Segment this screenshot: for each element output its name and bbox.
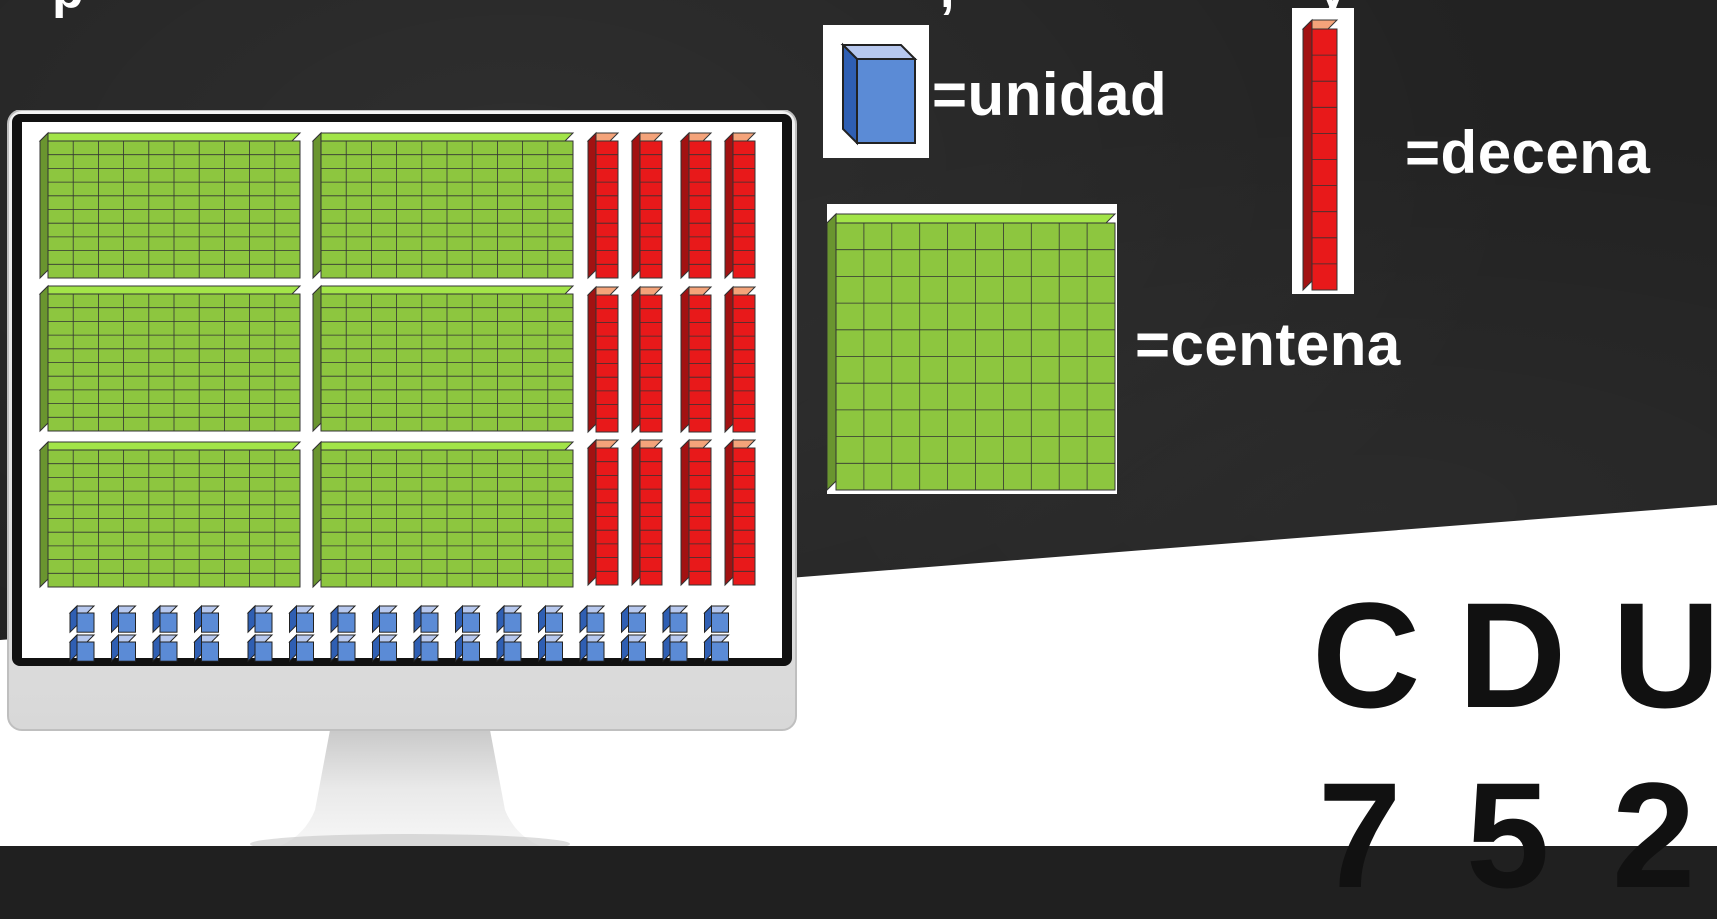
header-tens: D xyxy=(1458,571,1567,739)
screen-hundred-flat xyxy=(38,284,302,433)
screen-unit-cube xyxy=(454,604,481,634)
screen-ten-rod xyxy=(630,131,664,280)
screen-unit-cube xyxy=(454,633,481,663)
header-units: U xyxy=(1612,571,1717,739)
screen-unit-cube xyxy=(537,633,564,663)
screen-unit-cube xyxy=(495,604,523,634)
screen-ten-rod xyxy=(586,285,620,434)
screen-unit-cube xyxy=(412,604,440,634)
screen-unit-cube xyxy=(371,604,398,634)
screen-hundred-flat xyxy=(311,440,575,589)
screen-hundred-flat xyxy=(38,131,302,280)
screen-unit-cube xyxy=(110,633,137,663)
screen-unit-cube xyxy=(68,604,96,634)
hundred-label: =centena xyxy=(1135,311,1401,378)
hundred-flat-frame xyxy=(827,204,1117,494)
screen-unit-cube xyxy=(703,633,730,663)
ten-label: =decena xyxy=(1405,119,1651,186)
legend-ten-rod xyxy=(1301,18,1339,292)
header-hundreds: C xyxy=(1312,571,1421,739)
screen-unit-cube xyxy=(246,604,274,634)
screen-ten-rod xyxy=(630,438,664,587)
screen-ten-rod xyxy=(723,285,757,434)
monitor-screen-blocks xyxy=(38,131,757,663)
screen-unit-cube xyxy=(288,604,315,634)
unit-cube-icon xyxy=(840,42,918,146)
screen-unit-cube xyxy=(371,633,398,663)
screen-ten-rod xyxy=(723,438,757,587)
screen-unit-cube xyxy=(329,604,357,634)
screen-unit-cube xyxy=(151,604,179,634)
screen-unit-cube xyxy=(703,604,730,634)
screen-unit-cube xyxy=(246,633,274,663)
screen-ten-rod xyxy=(723,131,757,280)
top-text-fragment-2: , xyxy=(940,0,954,20)
screen-hundred-flat xyxy=(311,284,575,433)
ten-rod-icon xyxy=(1301,18,1339,292)
digit-units: 2 xyxy=(1612,751,1696,919)
screen-hundred-flat xyxy=(311,131,575,280)
screen-ten-rod xyxy=(586,438,620,587)
screen-unit-cube xyxy=(495,633,523,663)
hundred-flat-icon xyxy=(827,212,1117,491)
screen-unit-cube xyxy=(661,604,689,634)
screen-unit-cube xyxy=(537,604,564,634)
screen-hundred-flat xyxy=(38,440,302,589)
screen-unit-cube xyxy=(193,604,220,634)
screen-unit-cube xyxy=(110,604,137,634)
unit-cube-frame xyxy=(823,25,929,158)
screen-ten-rod xyxy=(679,285,713,434)
unit-label: =unidad xyxy=(932,61,1168,128)
screen-ten-rod xyxy=(630,285,664,434)
screen-unit-cube xyxy=(620,633,647,663)
screen-unit-cube xyxy=(578,633,606,663)
screen-unit-cube xyxy=(578,604,606,634)
digit-hundreds: 7 xyxy=(1318,751,1402,919)
screen-unit-cube xyxy=(661,633,689,663)
screen-unit-cube xyxy=(412,633,440,663)
top-text-fragment-1: p xyxy=(52,0,84,20)
digit-tens: 5 xyxy=(1466,751,1550,919)
screen-unit-cube xyxy=(68,633,96,663)
legend-hundred-flat xyxy=(827,212,1117,491)
screen-unit-cube xyxy=(193,633,220,663)
screen-ten-rod xyxy=(679,131,713,280)
screen-ten-rod xyxy=(586,131,620,280)
screen-unit-cube xyxy=(288,633,315,663)
screen-unit-cube xyxy=(620,604,647,634)
screen-unit-cube xyxy=(329,633,357,663)
screen-unit-cube xyxy=(151,633,179,663)
screen-ten-rod xyxy=(679,438,713,587)
ten-rod-frame xyxy=(1292,8,1354,294)
